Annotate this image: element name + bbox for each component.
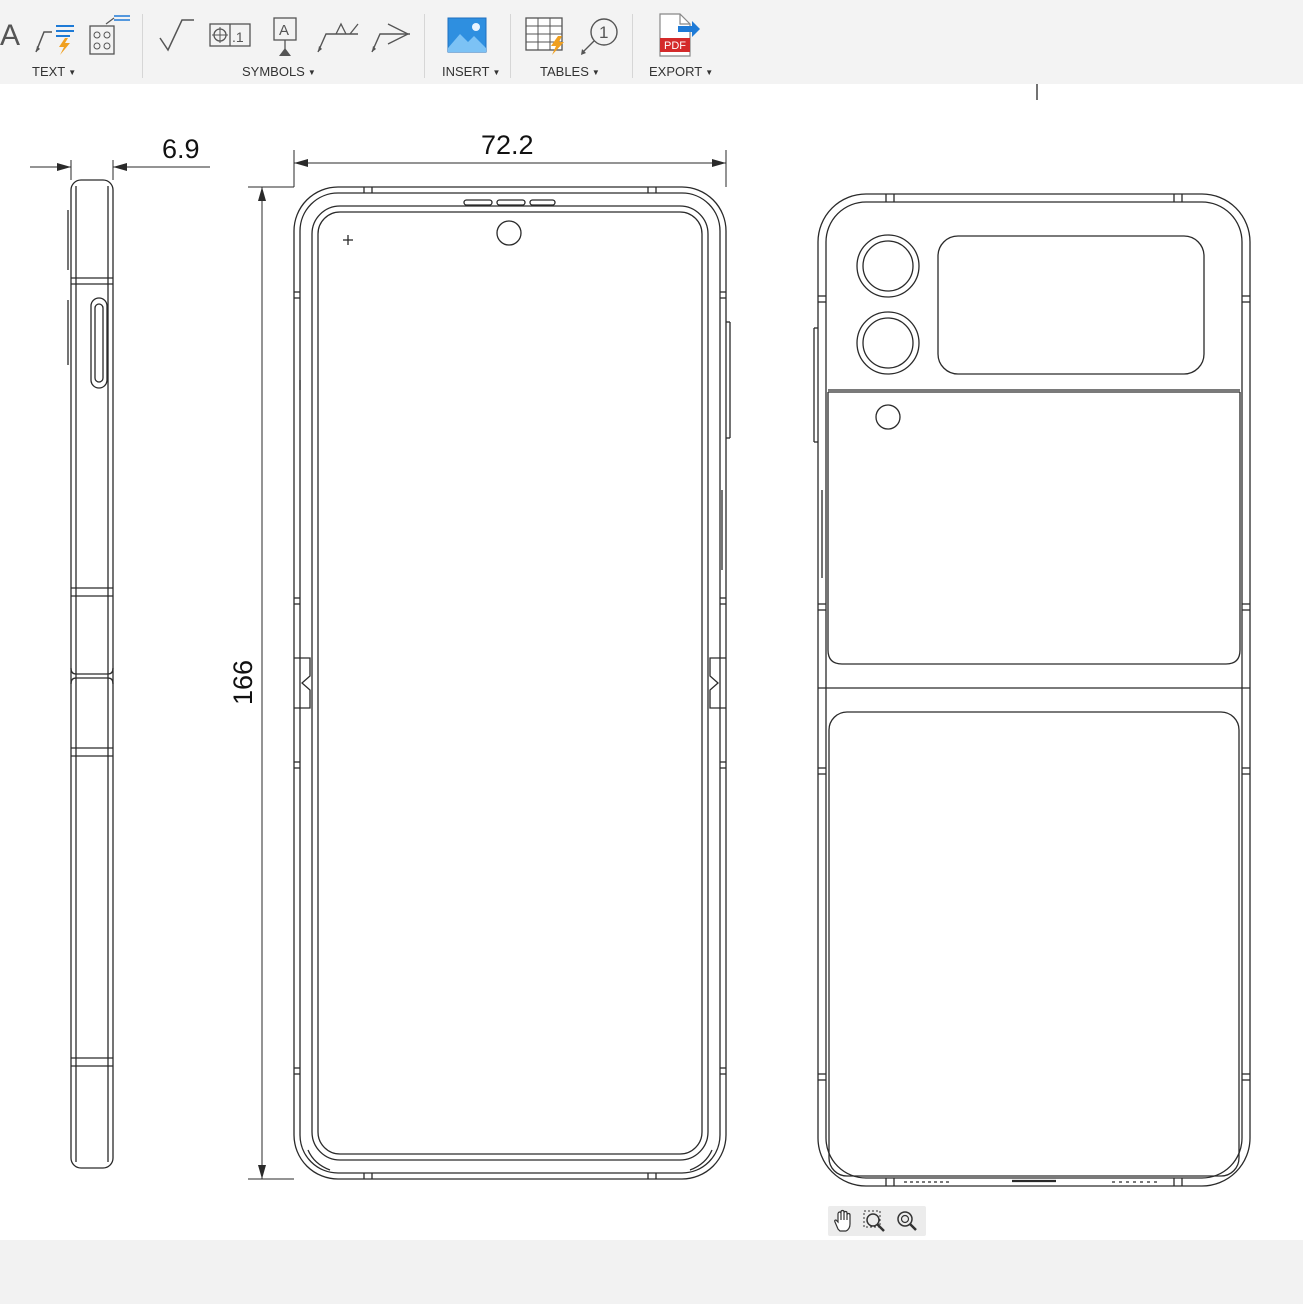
drawing-canvas[interactable]: 6.9 xyxy=(0,84,1303,1240)
leader-note-tool[interactable] xyxy=(32,12,78,56)
export-group-label: EXPORT xyxy=(649,64,703,79)
text-tool[interactable]: A xyxy=(0,16,20,56)
datum-letter: A xyxy=(279,22,289,39)
group-divider xyxy=(510,14,511,78)
weld-symbol-tool[interactable] xyxy=(314,12,360,56)
datum-identifier-icon: A xyxy=(273,17,297,56)
leader-note-icon xyxy=(35,25,74,55)
thickness-dimension: 6.9 xyxy=(162,134,200,164)
table-tool[interactable] xyxy=(524,14,568,56)
zoom-button[interactable] xyxy=(894,1209,920,1233)
group-divider xyxy=(424,14,425,78)
tables-group-label: TABLES xyxy=(540,64,589,79)
navigation-toolbar xyxy=(828,1206,926,1236)
export-pdf-tool[interactable]: PDF xyxy=(656,12,702,58)
table-icon xyxy=(525,17,564,55)
caret-down-icon: ▼ xyxy=(68,68,77,77)
zoom-window-button[interactable] xyxy=(862,1209,888,1233)
width-dimension: 72.2 xyxy=(481,130,534,160)
zoom-icon xyxy=(897,1211,917,1231)
tables-group-menu[interactable]: TABLES▼ xyxy=(540,64,600,79)
text-group-label: TEXT xyxy=(32,64,66,79)
group-divider xyxy=(632,14,633,78)
feature-control-value: .1 xyxy=(232,29,244,45)
pdf-export-icon: PDF xyxy=(659,13,700,57)
drawing-sheet[interactable]: 6.9 xyxy=(0,84,1303,1240)
surface-texture-icon xyxy=(159,19,194,52)
back-view xyxy=(813,193,1251,1187)
image-icon xyxy=(447,17,487,53)
balloon-icon: 1 xyxy=(581,18,618,55)
text-a-icon: A xyxy=(0,19,21,52)
text-group-menu[interactable]: TEXT▼ xyxy=(32,64,76,79)
zoom-window-icon xyxy=(863,1210,885,1232)
status-bar xyxy=(0,1240,1303,1304)
height-dimension: 166 xyxy=(228,660,258,705)
feature-control-frame-tool[interactable]: .1 xyxy=(208,12,254,56)
front-view xyxy=(248,150,731,1180)
surface-texture-tool[interactable] xyxy=(156,12,196,56)
caret-down-icon: ▼ xyxy=(307,68,316,77)
ribbon-toolbar: A TEXT▼ xyxy=(0,0,1303,85)
pan-button[interactable] xyxy=(830,1209,856,1233)
weld-symbol-icon xyxy=(317,22,359,53)
feature-control-frame-icon: .1 xyxy=(209,23,251,47)
insert-group-label: INSERT xyxy=(442,64,490,79)
taper-symbol-tool[interactable] xyxy=(368,12,414,56)
datum-identifier-tool[interactable]: A xyxy=(268,12,302,60)
balloon-number: 1 xyxy=(599,23,608,42)
export-group-menu[interactable]: EXPORT▼ xyxy=(649,64,713,79)
caret-down-icon: ▼ xyxy=(705,68,714,77)
side-view xyxy=(30,160,210,1169)
balloon-tool[interactable]: 1 xyxy=(578,14,622,56)
symbols-group-label: SYMBOLS xyxy=(242,64,305,79)
hole-table-tool[interactable] xyxy=(88,12,132,56)
symbols-group-menu[interactable]: SYMBOLS▼ xyxy=(242,64,316,79)
taper-symbol-icon xyxy=(371,23,410,53)
caret-down-icon: ▼ xyxy=(591,68,600,77)
insert-group-menu[interactable]: INSERT▼ xyxy=(442,64,500,79)
caret-down-icon: ▼ xyxy=(492,68,501,77)
pdf-label: PDF xyxy=(664,40,686,52)
insert-image-tool[interactable] xyxy=(446,14,488,56)
pan-icon xyxy=(834,1209,851,1232)
group-divider xyxy=(142,14,143,78)
hole-pattern-icon xyxy=(89,15,130,55)
